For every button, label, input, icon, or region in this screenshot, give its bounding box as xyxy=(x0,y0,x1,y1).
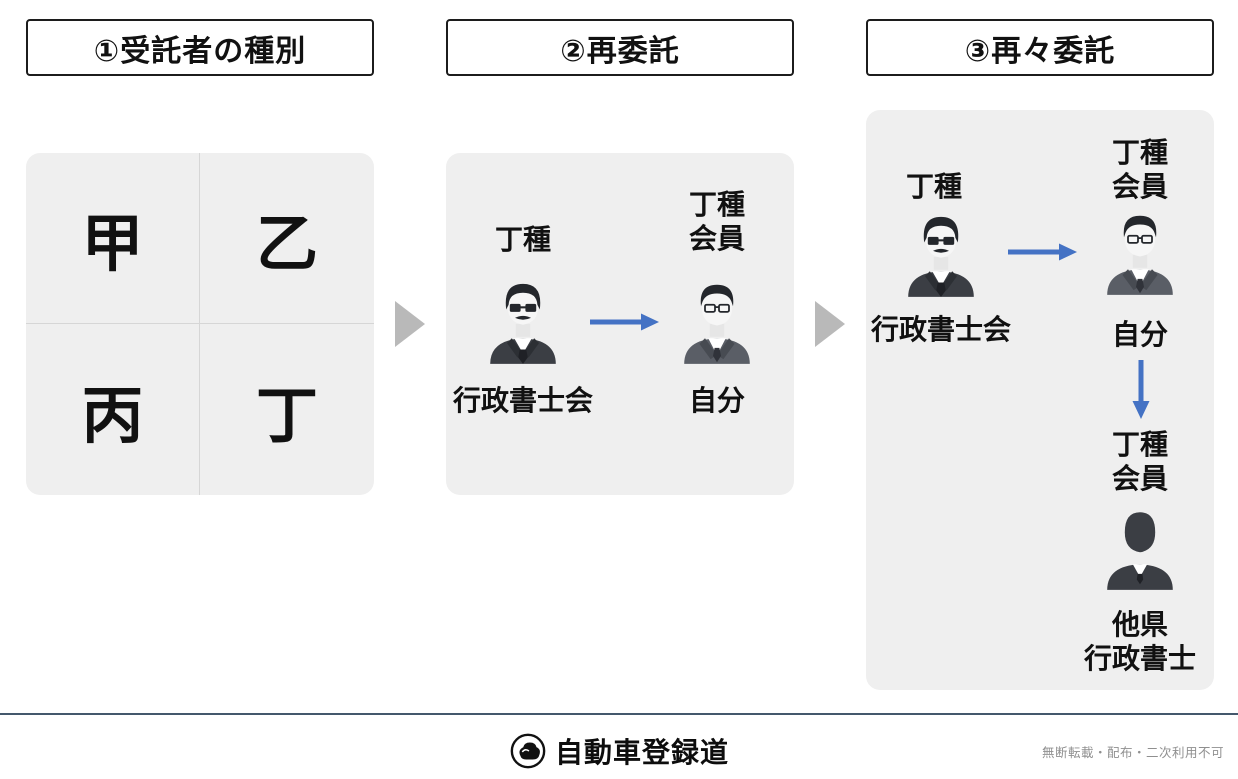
senior-agent-icon xyxy=(901,212,981,297)
member-agent-icon xyxy=(677,279,757,364)
quadrant-otsu: 乙 xyxy=(200,153,374,324)
first-delegate-title: 丁種 会員 xyxy=(1111,136,1168,204)
re-redelegation-panel: 丁種 行政書士会 丁 xyxy=(866,110,1214,690)
member-agent-icon xyxy=(1100,210,1180,295)
quadrant-otsu-label: 乙 xyxy=(255,207,318,280)
quadrant-kou: 甲 xyxy=(26,153,200,324)
redelegation-panel: 丁種 行政書士会 丁 xyxy=(446,153,794,495)
copyright-notice: 無断転載・配布・二次利用不可 xyxy=(1041,745,1224,760)
quadrant-hei: 丙 xyxy=(26,324,200,495)
trustee-type-panel: 甲 乙 丙 丁 xyxy=(26,153,374,495)
delegation-arrow-right-icon xyxy=(1008,243,1077,261)
quadrant-kou-label: 甲 xyxy=(81,207,144,280)
step1-header: ①受託者の種別 xyxy=(26,19,374,76)
step3-title: ③再々委託 xyxy=(964,33,1116,69)
redelegation-delegator-caption: 行政書士会 xyxy=(452,384,593,417)
other-prefecture-agent-icon xyxy=(1100,505,1180,590)
step2-title: ②再委託 xyxy=(560,33,680,69)
logo-icon xyxy=(510,733,546,769)
second-delegate-caption: 他県 行政書士 xyxy=(1083,608,1196,676)
quadrant-tei-label: 丁 xyxy=(255,378,318,452)
delegation-arrow-right-icon xyxy=(590,313,659,331)
first-delegate-caption: 自分 xyxy=(1111,318,1168,351)
chevron-right-icon-1 xyxy=(395,301,425,347)
second-delegate-title: 丁種 会員 xyxy=(1111,428,1168,496)
redelegation-delegate-title: 丁種 会員 xyxy=(688,188,745,256)
step1-title: ①受託者の種別 xyxy=(93,33,307,69)
site-logo: 自動車登録道 xyxy=(509,731,729,771)
redelegation-delegator-title: 丁種 xyxy=(494,223,551,256)
re-redelegation-delegator-caption: 行政書士会 xyxy=(870,313,1011,346)
footer-divider xyxy=(0,713,1238,715)
quadrant-tei: 丁 xyxy=(200,324,374,495)
quadrant-hei-label: 丙 xyxy=(81,378,144,452)
delegation-arrow-down-icon xyxy=(1132,360,1150,419)
redelegation-delegate-caption: 自分 xyxy=(688,384,745,417)
chevron-right-icon-2 xyxy=(815,301,845,347)
step2-header: ②再委託 xyxy=(446,19,794,76)
step3-header: ③再々委託 xyxy=(866,19,1214,76)
re-redelegation-delegator-title: 丁種 xyxy=(905,170,962,203)
logo-text: 自動車登録道 xyxy=(554,736,730,769)
senior-agent-icon xyxy=(483,279,563,364)
